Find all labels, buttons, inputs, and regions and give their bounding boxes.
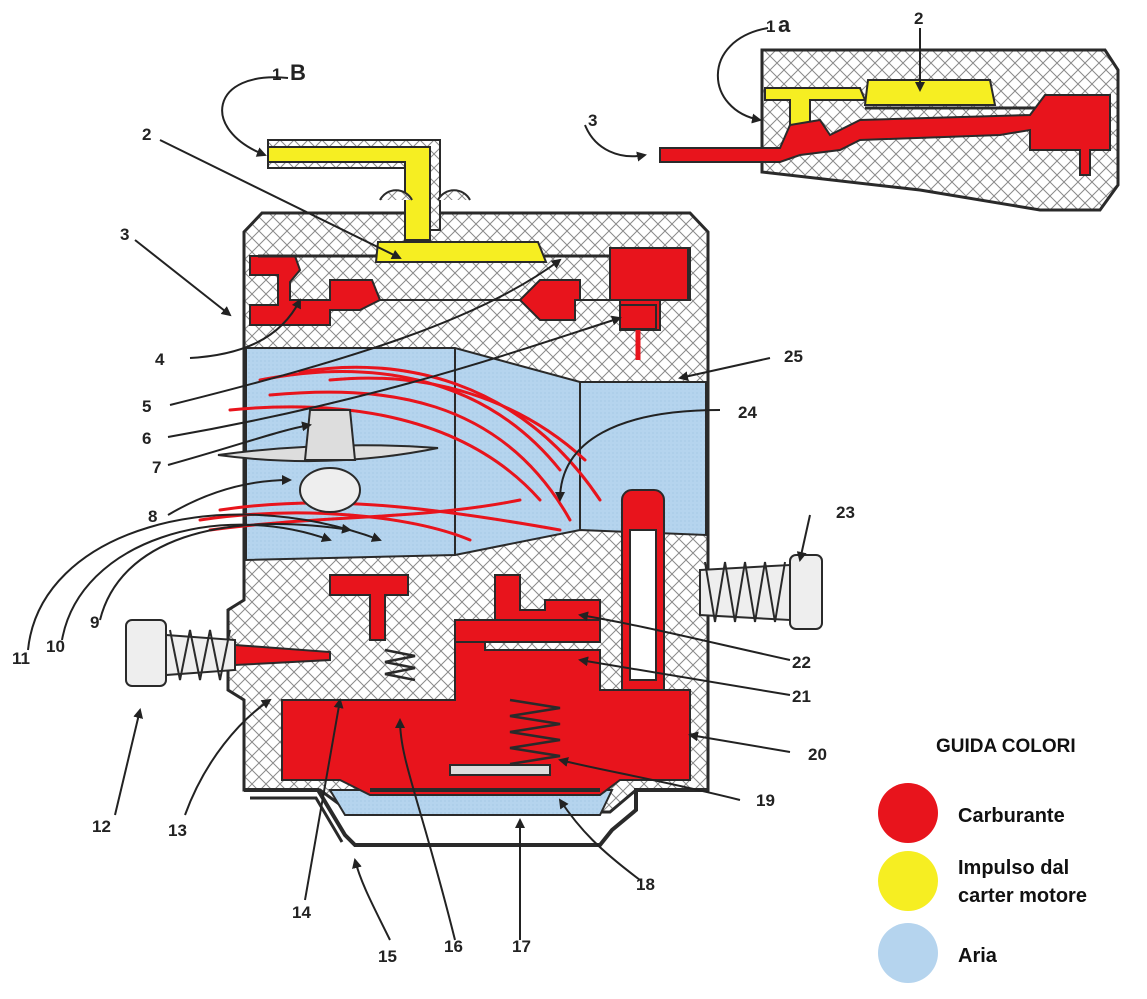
legend-fuel-label: Carburante xyxy=(958,805,1065,827)
legend-impulse-swatch xyxy=(878,851,938,911)
leader-lines xyxy=(27,27,925,941)
label-16: 16 xyxy=(444,937,463,956)
label-10: 10 xyxy=(46,637,65,656)
label-1-suffix-b: B xyxy=(290,60,306,85)
high-speed-screw xyxy=(699,554,823,630)
legend-air-label: Aria xyxy=(958,945,998,967)
label-2: 2 xyxy=(142,125,151,144)
label-19: 19 xyxy=(756,791,775,810)
bottom-cover xyxy=(244,788,708,847)
label-9: 9 xyxy=(90,613,99,632)
impulse-chamber xyxy=(374,241,548,263)
label-13: 13 xyxy=(168,821,187,840)
impulse-fitting xyxy=(267,139,548,263)
label-6: 6 xyxy=(142,429,151,448)
legend-impulse-label-line2: carter motore xyxy=(958,885,1087,907)
label-11: 11 xyxy=(12,649,30,668)
label-22: 22 xyxy=(792,653,811,672)
legend-fuel-swatch xyxy=(878,783,938,843)
throttle-assembly xyxy=(217,409,439,513)
label-25: 25 xyxy=(784,347,803,366)
label-8: 8 xyxy=(148,507,157,526)
label-14: 14 xyxy=(292,903,311,922)
label-5: 5 xyxy=(142,397,151,416)
label-23: 23 xyxy=(836,503,855,522)
label-15: 15 xyxy=(378,947,397,966)
label-20: 20 xyxy=(808,745,827,764)
label-21: 21 xyxy=(792,687,811,706)
legend-air-swatch xyxy=(878,923,938,983)
part-labels: 1 B 2 3 4 5 6 7 8 9 10 11 12 13 14 15 16… xyxy=(12,9,923,966)
legend-impulse-label-line1: Impulso dal xyxy=(958,857,1069,879)
inset-label-3: 3 xyxy=(588,111,597,130)
label-1: 1 xyxy=(272,65,281,84)
inlet-needle-spring xyxy=(384,648,416,682)
label-17: 17 xyxy=(512,937,531,956)
high-speed-needle-area xyxy=(621,489,665,701)
label-24: 24 xyxy=(738,403,757,422)
venturi-air-channel xyxy=(245,347,707,562)
inset-detail xyxy=(659,48,1120,212)
label-4: 4 xyxy=(155,350,165,369)
label-7: 7 xyxy=(152,458,161,477)
label-12: 12 xyxy=(92,817,111,836)
color-legend: GUIDA COLORI Carburante Impulso dal cart… xyxy=(878,736,1087,983)
inlet-valve xyxy=(609,247,689,301)
inset-label-2: 2 xyxy=(914,9,923,28)
low-speed-screw xyxy=(125,619,331,687)
metering-chamber xyxy=(281,574,691,796)
inset-label-1: 1 xyxy=(766,17,775,36)
label-3: 3 xyxy=(120,225,129,244)
legend-title: GUIDA COLORI xyxy=(936,736,1076,757)
label-18: 18 xyxy=(636,875,655,894)
metering-spring xyxy=(509,698,561,766)
inset-label-1-suffix-a: a xyxy=(778,12,791,37)
